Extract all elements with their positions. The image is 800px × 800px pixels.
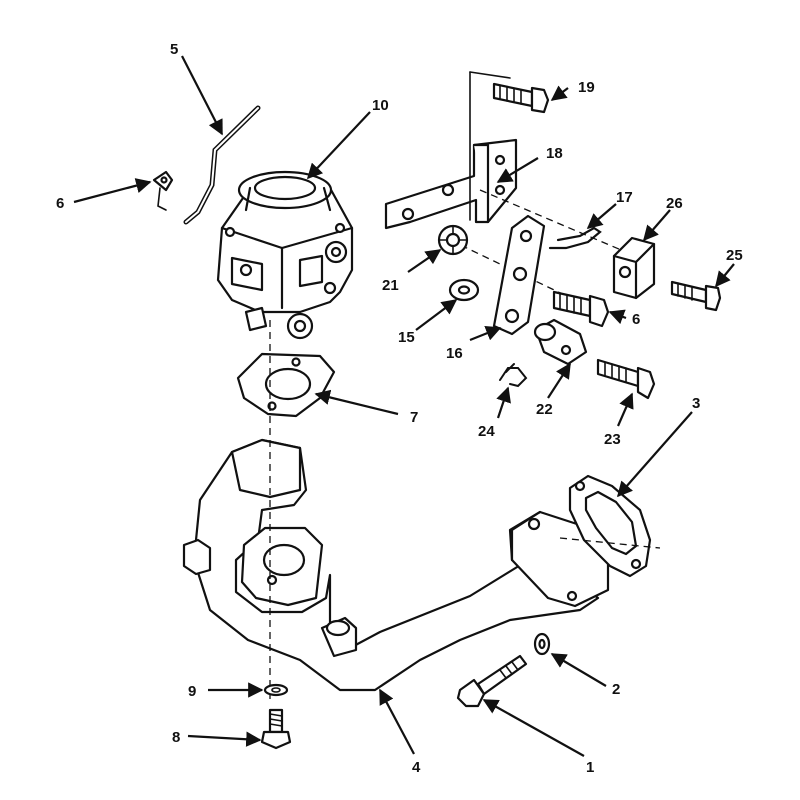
- swivel-screw: [596, 358, 656, 400]
- callout-8: 8: [172, 729, 180, 746]
- callout-15: 15: [398, 329, 415, 346]
- callout-5: 5: [170, 41, 178, 58]
- callout-7: 7: [410, 409, 418, 426]
- callout-25: 25: [726, 247, 743, 264]
- lock-washer: [263, 683, 289, 697]
- callout-24: 24: [478, 423, 495, 440]
- callout-26: 26: [666, 195, 683, 212]
- mounting-bolt: [260, 708, 292, 750]
- callout-18: 18: [546, 145, 563, 162]
- carburetor-gasket: [236, 352, 336, 418]
- bolt-washer: [533, 632, 551, 656]
- callout-19: 19: [578, 79, 595, 96]
- carburetor: [216, 170, 354, 340]
- exhaust-gasket: [568, 474, 652, 578]
- throttle-link: [492, 214, 546, 336]
- callout-3: 3: [692, 395, 700, 412]
- callout-2: 2: [612, 681, 620, 698]
- callout-1: 1: [586, 759, 594, 776]
- callout-10: 10: [372, 97, 389, 114]
- callout-17: 17: [616, 189, 633, 206]
- flat-washer: [448, 278, 480, 302]
- callout-23: 23: [604, 431, 621, 448]
- callout-22: 22: [536, 401, 553, 418]
- spring-wire: [548, 226, 602, 250]
- callout-9: 9: [188, 683, 196, 700]
- callout-labels: 5 6 10 19 18 17 26 25 21 15 16 6 22 23 2…: [56, 41, 743, 776]
- throttle-rod: [183, 105, 261, 225]
- callout-6a: 6: [56, 195, 64, 212]
- manifold-bolt: [456, 654, 528, 708]
- callout-21: 21: [382, 277, 399, 294]
- callout-6b: 6: [632, 311, 640, 328]
- spacer-block: [612, 236, 656, 300]
- swivel-barrel: [533, 318, 588, 366]
- star-washer: [437, 224, 469, 256]
- block-bolt: [670, 280, 722, 312]
- rod-clip: [152, 170, 174, 211]
- leader-lines: [73, 55, 735, 757]
- intake-manifold: [182, 438, 610, 692]
- link-bolt: [552, 290, 610, 328]
- hairpin-clip: [499, 363, 528, 388]
- bracket-bolt: [492, 82, 550, 114]
- callout-4: 4: [412, 759, 421, 776]
- mounting-bracket: [384, 138, 518, 230]
- callout-16: 16: [446, 345, 463, 362]
